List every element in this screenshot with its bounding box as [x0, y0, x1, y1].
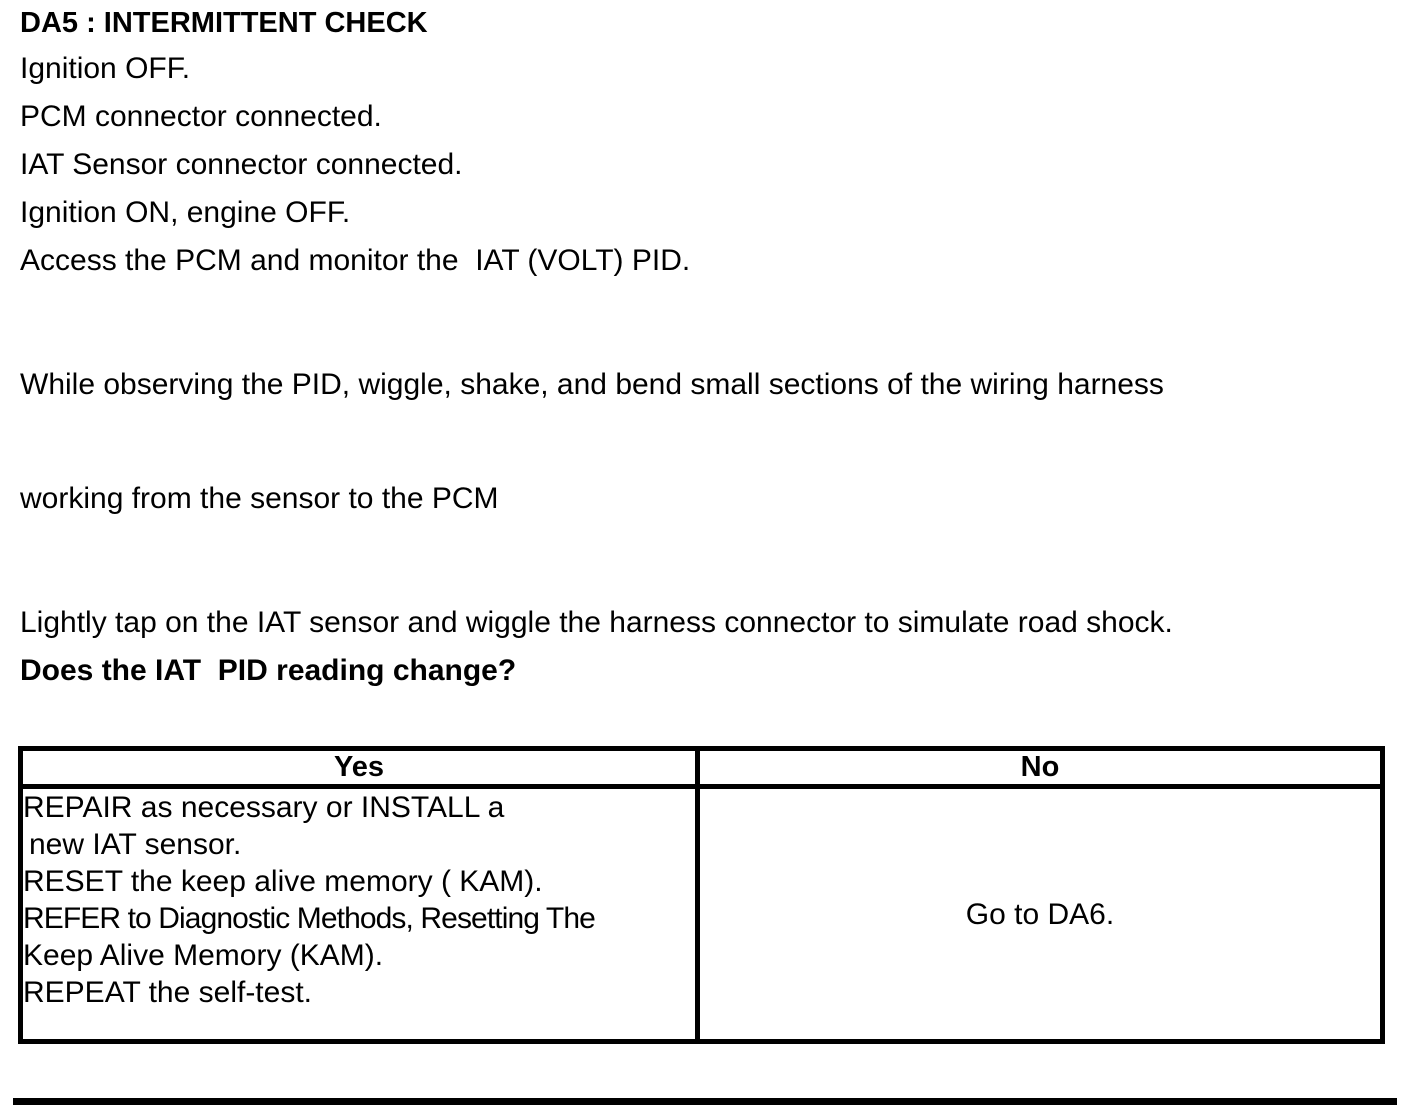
results-header-row: Yes No	[18, 746, 1385, 789]
procedure-step-pcm-connected: PCM connector connected.	[20, 100, 382, 133]
results-table: Yes No REPAIR as necessary or INSTALL a …	[18, 746, 1385, 1044]
no-action-text: Go to DA6.	[965, 897, 1115, 931]
page-title: DA5 : INTERMITTENT CHECK	[20, 7, 428, 39]
yes-column-header: Yes	[18, 746, 700, 789]
procedure-step-tap-sensor: Lightly tap on the IAT sensor and wiggle…	[20, 606, 1173, 639]
document-page: DA5 : INTERMITTENT CHECK Ignition OFF. P…	[13, 7, 1397, 1105]
yes-action-line: REPEAT the self-test.	[23, 976, 313, 1009]
no-result-cell: Go to DA6.	[695, 784, 1385, 1044]
diagnostic-question: Does the IAT PID reading change?	[20, 654, 517, 687]
procedure-step-line: working from the sensor to the PCM	[20, 482, 499, 515]
no-column-header: No	[695, 746, 1385, 789]
procedure-step-ignition-on: Ignition ON, engine OFF.	[20, 196, 351, 229]
yes-action-line: new IAT sensor.	[29, 828, 242, 861]
yes-action-line: Keep Alive Memory (KAM).	[23, 939, 384, 972]
procedure-step-ignition-off: Ignition OFF.	[20, 52, 191, 85]
yes-result-cell: REPAIR as necessary or INSTALL a new IAT…	[18, 784, 700, 1044]
bottom-divider	[13, 1098, 1397, 1105]
yes-action-line: REFER to Diagnostic Methods, Resetting T…	[23, 902, 596, 935]
procedure-step-line: While observing the PID, wiggle, shake, …	[20, 368, 1164, 401]
yes-action-line: REPAIR as necessary or INSTALL a	[23, 791, 505, 825]
results-body-row: REPAIR as necessary or INSTALL a new IAT…	[18, 784, 1385, 1044]
procedure-step-wiggle-harness: While observing the PID, wiggle, shake, …	[20, 290, 1388, 594]
procedure-step-access-pcm: Access the PCM and monitor the IAT (VOLT…	[20, 244, 691, 277]
yes-action-line: RESET the keep alive memory ( KAM).	[23, 865, 543, 898]
procedure-step-iat-connected: IAT Sensor connector connected.	[20, 148, 463, 181]
